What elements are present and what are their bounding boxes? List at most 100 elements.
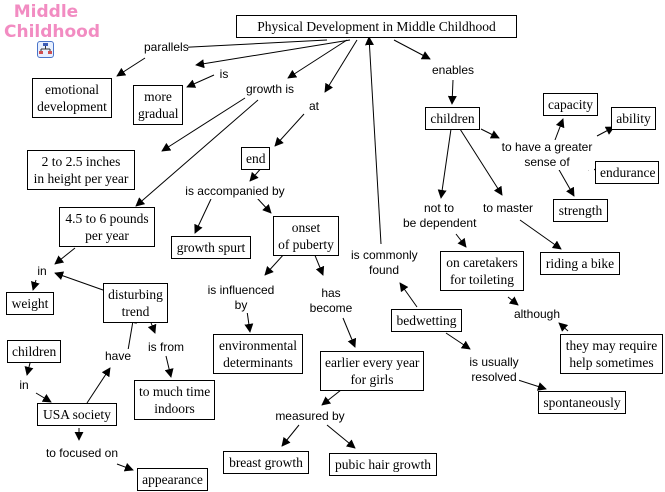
concept-label: help sometimes: [569, 355, 654, 370]
concept-label: disturbing: [108, 287, 163, 302]
link-is-from[interactable]: is from: [146, 340, 186, 355]
connector-earlier-measured: [321, 389, 342, 406]
connector-root-parallels: [171, 39, 328, 53]
concept-label: determinants: [223, 355, 293, 370]
concept-label: bedwetting: [396, 313, 457, 328]
concept-children-left[interactable]: children: [7, 340, 61, 363]
link-measured-by[interactable]: measured by: [274, 409, 346, 424]
connector-disturbing-in: [54, 271, 104, 291]
link-enables[interactable]: enables: [429, 63, 477, 78]
link-label: has: [321, 286, 341, 300]
concept-strength[interactable]: strength: [553, 199, 608, 222]
concept-map-icon[interactable]: [37, 41, 54, 58]
concept-label: USA society: [43, 407, 111, 422]
map-title: Middle Childhood: [4, 2, 101, 42]
concept-label: appearance: [142, 472, 203, 487]
link-in-weight[interactable]: in: [35, 264, 49, 279]
concept-breast-growth[interactable]: breast growth: [223, 451, 309, 474]
concept-earlier-every-year[interactable]: earlier every year for girls: [320, 351, 424, 391]
connector-influenced-env: [244, 310, 254, 333]
link-label: is influenced: [207, 283, 275, 297]
link-have[interactable]: have: [103, 349, 133, 364]
concept-label: weight: [11, 296, 49, 311]
link-is[interactable]: is: [218, 67, 230, 82]
concept-endurance[interactable]: endurance: [595, 161, 659, 184]
link-to-master[interactable]: to master: [482, 201, 534, 216]
concept-growth-spurt[interactable]: growth spurt: [171, 236, 251, 259]
concept-ability[interactable]: ability: [611, 107, 656, 130]
connector-growthis-height: [161, 97, 246, 152]
concept-height-per-year[interactable]: 2 to 2.5 inches in height per year: [27, 150, 135, 190]
concept-label: end: [246, 151, 266, 166]
connector-greater-strength: [557, 167, 575, 197]
concept-riding-a-bike[interactable]: riding a bike: [540, 252, 620, 275]
concept-label: indoors: [154, 401, 195, 416]
link-in-usa[interactable]: in: [17, 378, 31, 393]
link-label: found: [368, 263, 400, 277]
concept-label: for girls: [350, 372, 394, 387]
concept-bedwetting[interactable]: bedwetting: [391, 309, 462, 332]
link-label: to have a greater: [501, 140, 593, 154]
concept-label: capacity: [548, 97, 593, 112]
connector-resolved-spont: [514, 378, 547, 391]
concept-label: environmental: [219, 338, 297, 353]
concept-label: of puberty: [278, 237, 334, 252]
map-title-line2: Childhood: [4, 22, 101, 42]
link-at[interactable]: at: [307, 99, 321, 114]
link-label: be dependent: [403, 216, 477, 230]
connector-measured-breast: [281, 424, 300, 447]
concept-label: more: [144, 89, 172, 104]
connector-pounds-in: [54, 247, 76, 265]
concept-label: 2 to 2.5 inches: [41, 154, 121, 169]
concept-pubic-hair-growth[interactable]: pubic hair growth: [329, 453, 437, 476]
concept-weight[interactable]: weight: [6, 292, 54, 315]
concept-usa-society[interactable]: USA society: [37, 403, 117, 426]
concept-environmental-determinants[interactable]: environmental determinants: [213, 334, 303, 374]
concept-children-right[interactable]: children: [425, 107, 480, 130]
concept-label: in height per year: [33, 171, 129, 186]
connector-greater-capacity: [554, 118, 565, 141]
link-growth-is[interactable]: growth is: [245, 82, 295, 97]
connector-focused-appearance: [116, 462, 134, 472]
concept-label: growth spurt: [176, 240, 246, 255]
connector-root-at: [324, 39, 358, 93]
connector-caretakers-although: [507, 296, 519, 306]
connector-enables-children: [447, 79, 457, 105]
concept-spontaneously[interactable]: spontaneously: [538, 391, 626, 414]
connector-usa-have: [86, 367, 111, 404]
concept-root[interactable]: Physical Development in Middle Childhood: [236, 15, 517, 38]
connector-bed-commonly: [399, 282, 418, 308]
link-parallels[interactable]: parallels: [144, 40, 189, 55]
concept-capacity[interactable]: capacity: [543, 93, 598, 116]
concept-label: pubic hair growth: [335, 457, 431, 472]
concept-end[interactable]: end: [241, 147, 270, 170]
connector-puberty-influenced: [264, 252, 286, 276]
connector-bed-resolved: [445, 332, 471, 350]
link-is-accompanied-by[interactable]: is accompanied by: [185, 184, 285, 199]
concept-label: earlier every year: [325, 355, 420, 370]
concept-appearance[interactable]: appearance: [137, 468, 208, 491]
link-label: is usually: [469, 355, 519, 369]
connector-in-weight: [31, 279, 40, 291]
link-to-focused-on[interactable]: to focused on: [44, 446, 120, 461]
concept-label: 4.5 to 6 pounds: [65, 211, 149, 226]
connector-root-enables: [393, 39, 431, 60]
link-although[interactable]: although: [513, 307, 561, 322]
connector-isfrom-indoors: [164, 355, 174, 378]
connector-notdep-caretakers: [455, 233, 467, 248]
connector-acc-puberty: [256, 197, 272, 214]
